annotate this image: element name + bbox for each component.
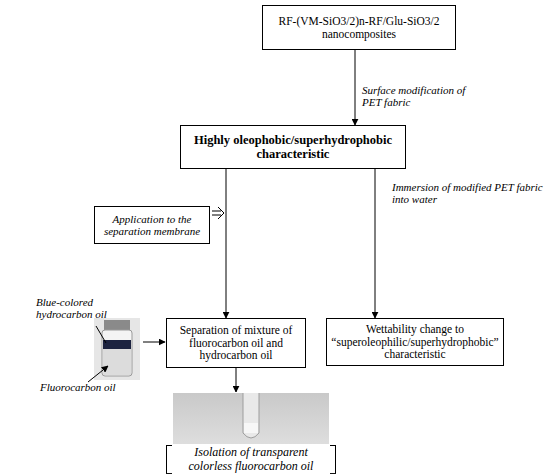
bracket-frame: Isolation of transparent colorless fluor…: [165, 445, 337, 474]
edge-label: Immersion of modified PET fabric into wa…: [392, 181, 548, 206]
bracket-symbol: [165, 445, 173, 474]
leader-line: [96, 326, 106, 343]
tube-liquid: [244, 423, 258, 433]
leader-line: [88, 366, 108, 382]
node-text: Application to the separation membrane: [99, 213, 205, 238]
flow-arrow: [143, 342, 165, 343]
photo-label: Fluorocarbon oil: [40, 381, 130, 393]
flow-arrow: [355, 50, 356, 125]
double-arrow-symbol: [212, 207, 224, 219]
flow-arrow: [375, 169, 376, 318]
application-box: Application to the separation membrane: [94, 206, 210, 244]
result-photo-node: Isolation of transparent colorless fluor…: [165, 392, 337, 474]
node-text: Isolation of transparent colorless fluor…: [175, 446, 327, 473]
flow-arrow: [236, 368, 237, 392]
edge-label: Surface modification of PET fabric: [362, 84, 478, 109]
result-box: Wettability change to “superoleophilic/s…: [326, 318, 504, 366]
node-text: Separation of mixture of fluorocarbon oi…: [171, 324, 301, 363]
source-box: RF-(VM-SiO3/2)n-RF/Glu-SiO3/2 nanocompos…: [262, 5, 456, 50]
node-text: Wettability change to “superoleophilic/s…: [331, 323, 499, 362]
vial-photo: [94, 318, 140, 380]
node-text: Highly oleophobic/superhydrophobic chara…: [185, 133, 401, 161]
flow-arrow: [226, 169, 227, 318]
photo-background: [173, 393, 329, 444]
photo-label: Blue-colored hydrocarbon oil: [36, 296, 108, 321]
process-box: Separation of mixture of fluorocarbon oi…: [166, 318, 306, 368]
node-text: RF-(VM-SiO3/2)n-RF/Glu-SiO3/2 nanocompos…: [267, 15, 451, 41]
property-box: Highly oleophobic/superhydrophobic chara…: [180, 125, 406, 169]
tube-photo: [173, 393, 329, 444]
test-tube: [243, 393, 259, 438]
bracket-symbol: [329, 445, 337, 474]
